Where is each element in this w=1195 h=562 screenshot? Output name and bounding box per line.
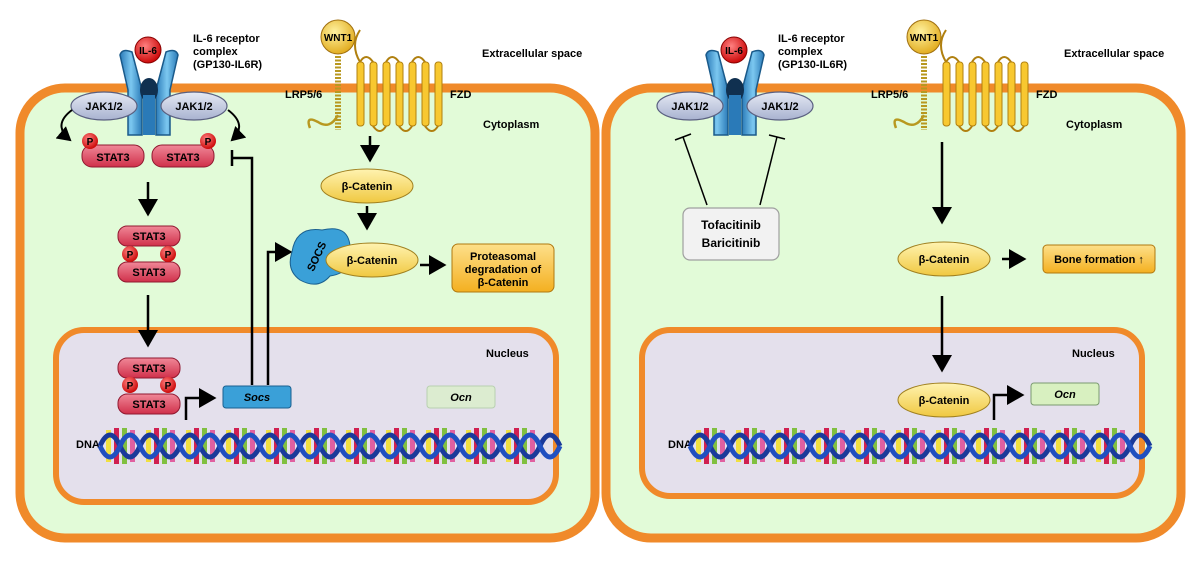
right-wnt1-label: WNT1 [910,33,939,44]
left-receptor-label-1: IL-6 receptor [193,33,260,45]
right-panel: IL-6 IL-6 receptor complex (GP130-IL6R) … [601,19,1186,543]
left-stat3-monomer-1 [81,144,145,168]
left-wnt1 [320,19,356,55]
left-jak-right-label: JAK1/2 [175,101,212,113]
left-phospho-1 [82,133,98,149]
right-il6-receptor [705,49,765,136]
left-il6-ligand [134,36,162,64]
right-wnt1 [906,19,942,55]
left-fzd-label: FZD [450,89,471,101]
right-dna-helix [687,428,1153,464]
right-bone-formation-box [1042,244,1156,274]
left-stat3-dimer-nuc-label-2: STAT3 [132,399,165,411]
right-il6-label: IL-6 [725,46,743,57]
left-receptor-label-3: (GP130-IL6R) [193,59,262,71]
left-dna-label: DNA [76,439,100,451]
right-ocn-gene [1030,382,1100,406]
left-dna-helix [97,428,563,464]
left-stat3-monomer-1-label: STAT3 [96,152,129,164]
left-phospho-1-label: P [87,137,94,148]
left-jak-right [160,91,228,121]
right-jak-left-label: JAK1/2 [671,101,708,113]
right-receptor-label-3: (GP130-IL6R) [778,59,847,71]
left-beta-catenin-1-label: β-Catenin [342,181,393,193]
left-phospho-2-label: P [205,137,212,148]
left-stat3-monomer-2 [151,144,215,168]
left-beta-catenin-2 [325,242,419,278]
left-nucleus-label: Nucleus [486,348,529,360]
left-proteasomal-line-2: degradation of [465,264,542,276]
left-jak-left-label: JAK1/2 [85,101,122,113]
left-phospho-2 [200,133,216,149]
left-lrp-label: LRP5/6 [285,89,322,101]
right-drug-baricitinib: Baricitinib [702,236,761,250]
left-panel: IL-6 IL-6 receptor complex (GP130-IL6R) … [15,19,600,543]
left-il6-label: IL-6 [139,46,157,57]
right-fzd [942,61,1029,127]
left-socs-gene [222,385,292,409]
left-stat3-dimer-nuc-label-1: STAT3 [132,363,165,375]
right-bone-formation-label: Bone formation ↑ [1054,254,1144,266]
left-stat3-dimer-nuc-p1: P [127,381,134,392]
right-lrp-label: LRP5/6 [871,89,908,101]
right-il6-ligand [720,36,748,64]
right-jak-right-label: JAK1/2 [761,101,798,113]
left-stat3-dimer-cyto [117,225,181,283]
left-proteasomal-line-3: β-Catenin [478,277,529,289]
left-ocn-gene [426,385,496,409]
left-socs-gene-label: Socs [244,392,270,404]
right-receptor-label-2: complex [778,46,824,58]
left-receptor-label-2: complex [193,46,239,58]
left-stat3-dimer-nucleus [117,357,181,415]
left-cytoplasm-label: Cytoplasm [483,119,539,131]
left-stat3-dimer-nuc-p2: P [165,381,172,392]
left-ocn-gene-label: Ocn [450,392,472,404]
right-lrp [893,56,927,130]
right-fzd-label: FZD [1036,89,1057,101]
left-nucleus [53,327,559,505]
right-ocn-gene-label: Ocn [1054,389,1076,401]
right-extracellular-label: Extracellular space [1064,48,1164,60]
right-drug-box [682,207,780,261]
left-fzd [356,61,443,127]
left-jak-left [70,91,138,121]
right-cytoplasm-label: Cytoplasm [1066,119,1122,131]
left-stat3-monomer-2-label: STAT3 [166,152,199,164]
left-wnt1-label: WNT1 [324,33,353,44]
right-jak-right [746,91,814,121]
right-dna-label: DNA [668,439,692,451]
left-stat3-dimer-cyto-label-2: STAT3 [132,267,165,279]
left-lrp [307,56,341,130]
right-nucleus [639,327,1145,499]
right-beta-catenin-cyto-label: β-Catenin [919,254,970,266]
left-proteasomal-box [451,243,555,293]
left-stat3-dimer-cyto-p2: P [165,250,172,261]
left-proteasomal-line-1: Proteasomal [470,251,536,263]
left-il6-receptor [119,49,179,136]
left-extracellular-label: Extracellular space [482,48,582,60]
left-stat3-dimer-cyto-label-1: STAT3 [132,231,165,243]
right-beta-catenin-cyto [897,241,991,277]
right-beta-catenin-nucleus [897,382,991,418]
right-beta-catenin-nucleus-label: β-Catenin [919,395,970,407]
right-nucleus-label: Nucleus [1072,348,1115,360]
left-beta-catenin-1 [320,168,414,204]
right-drug-tofacitinib: Tofacitinib [701,218,761,232]
right-jak-left [656,91,724,121]
left-beta-catenin-2-label: β-Catenin [347,255,398,267]
right-receptor-label-1: IL-6 receptor [778,33,845,45]
left-stat3-dimer-cyto-p1: P [127,250,134,261]
